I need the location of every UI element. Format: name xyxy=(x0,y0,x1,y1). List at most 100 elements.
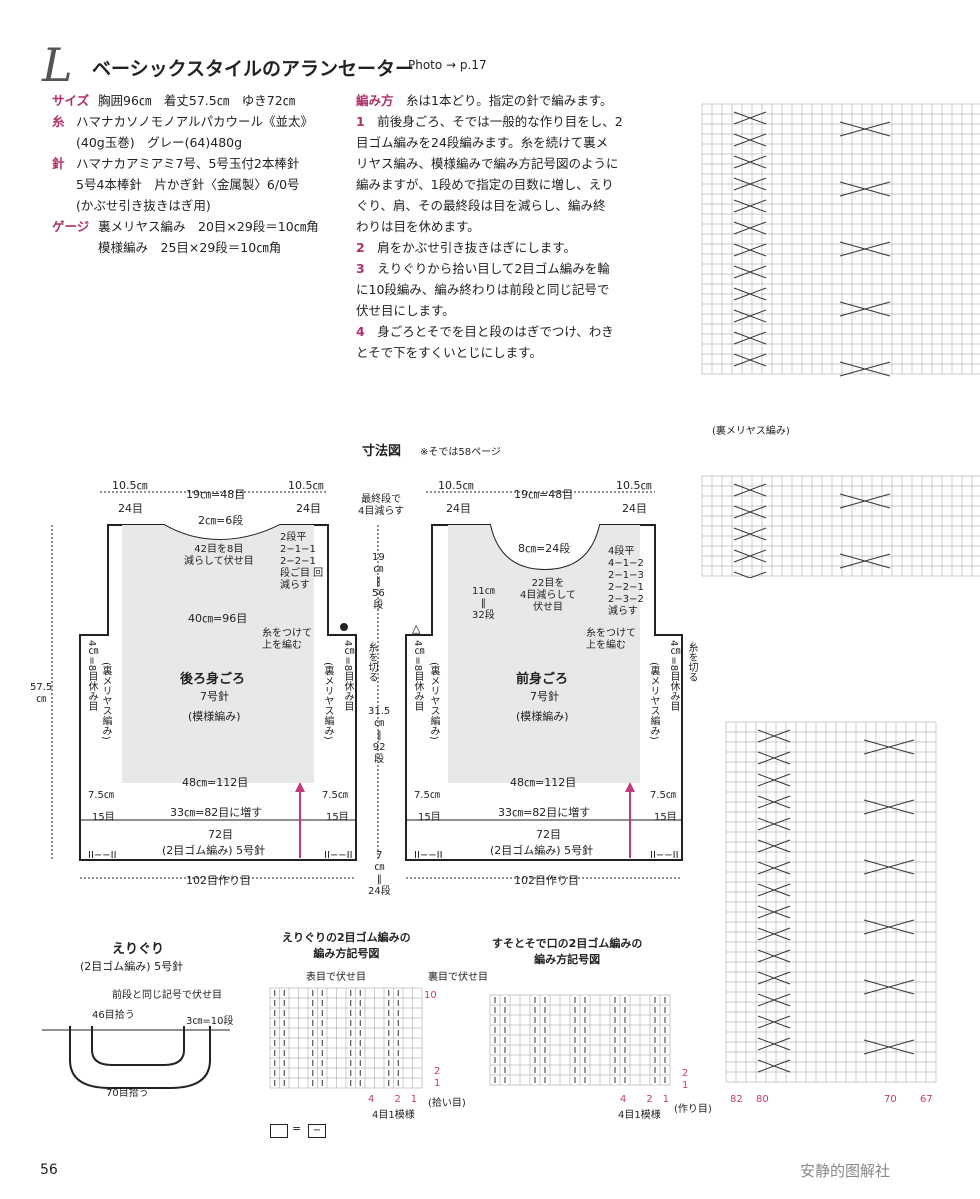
cable-cross-mark xyxy=(733,133,767,147)
back-rib-symbol-r: II−−II xyxy=(324,850,353,861)
cable-cross-mark xyxy=(733,505,767,519)
cable-cross-mark xyxy=(733,331,767,345)
chart-neck-cols: 4 2 1 xyxy=(368,1094,418,1105)
front-side11: 11㎝‖32段 xyxy=(472,586,495,621)
front-width48: 48㎝=112目 xyxy=(510,776,577,789)
cable-cross-mark xyxy=(863,1039,915,1055)
legend-equals: = xyxy=(292,1122,302,1135)
legend-blank-cell xyxy=(270,1124,288,1138)
front-rib-r2: 15目 xyxy=(654,812,677,823)
spec-yarn: 糸ハマナカソノモノアルパカウール《並太》 xyxy=(52,114,314,129)
spec-needles: 針ハマナカアミアミ7号、5号玉付2本棒針 xyxy=(52,156,300,171)
step-1-line: ぐり、肩、その最終段は目を減らし、編み終 xyxy=(356,198,606,213)
spec-gauge-line2: 模様編み 25目×29段＝10㎝角 xyxy=(98,240,282,255)
title-initial: L xyxy=(42,38,73,92)
front-rib-st: 72目 xyxy=(536,828,561,841)
right-chart-bottom xyxy=(725,721,937,1083)
back-inc: 33㎝=82目に増す xyxy=(170,806,263,819)
cable-cross-mark xyxy=(757,861,791,875)
front-rib-l: 7.5㎝ xyxy=(414,790,440,801)
back-rib-l2: 15目 xyxy=(92,812,115,823)
back-side-r: 4㎝=8目休み目 xyxy=(342,640,353,712)
cable-cross-mark xyxy=(757,839,791,853)
step-2: 2 肩をかぶせ引き抜きはぎにします。 xyxy=(356,240,576,255)
cable-cross-mark xyxy=(863,859,915,875)
front-rib-symbol: II−−II xyxy=(414,850,443,861)
step-1-line: 編みますが、1段めで指定の目数に増し、えり xyxy=(356,177,614,192)
cable-cross-mark xyxy=(863,739,915,755)
schematic-note: ※そでは58ページ xyxy=(420,447,501,458)
front-top-right: 10.5㎝ xyxy=(616,479,652,492)
cable-cross-mark xyxy=(733,549,767,563)
spec-block: サイズ胸囲96㎝ 着丈57.5㎝ ゆき72㎝ 糸ハマナカソノモノアルパカウール《… xyxy=(52,90,319,258)
cable-cross-mark xyxy=(757,1037,791,1051)
step-4-line: とそで下をすくいとじにします。 xyxy=(356,345,542,360)
front-rib-symbol-r: II−−II xyxy=(650,850,679,861)
neckband-inner xyxy=(91,1026,185,1066)
front-pattern: (模様編み) xyxy=(516,710,569,723)
back-width48: 48㎝=112目 xyxy=(182,776,249,789)
back-piece-pattern-area xyxy=(122,525,314,783)
page-number: 56 xyxy=(40,1162,58,1178)
chart-hem-cols: 4 2 1 xyxy=(620,1094,670,1105)
chart-hem-row1: 1 xyxy=(682,1080,689,1091)
chart-neck-purl-bo: 裏目で伏せ目 xyxy=(428,972,488,983)
step-3-line: 伏せ目にします。 xyxy=(356,303,455,318)
front-rib-r: 7.5㎝ xyxy=(650,790,676,801)
cable-cross-mark xyxy=(733,243,767,257)
cable-cross-mark xyxy=(733,199,767,213)
cable-cross-mark xyxy=(839,301,891,317)
cable-cross-mark xyxy=(757,773,791,787)
back-pattern: (模様編み) xyxy=(188,710,241,723)
chart-neck-knit-bo: 表目で伏せ目 xyxy=(306,972,366,983)
back-top-right: 10.5㎝ xyxy=(288,479,324,492)
cable-cross-mark xyxy=(863,799,915,815)
cable-cross-mark xyxy=(733,287,767,301)
chart-neck-row2: 2 xyxy=(434,1066,441,1077)
right-col-82: 82 xyxy=(730,1094,743,1105)
cable-cross-mark xyxy=(733,483,767,497)
front-top-left-st: 24目 xyxy=(446,502,471,515)
cable-cross-mark xyxy=(733,111,767,125)
cable-cross-mark xyxy=(757,905,791,919)
schematic-diagram: △ xyxy=(51,491,683,879)
back-top-left: 10.5㎝ xyxy=(112,479,148,492)
page-title: ベーシックスタイルのアランセーター xyxy=(92,58,415,80)
cable-cross-mark xyxy=(757,883,791,897)
front-top-left: 10.5㎝ xyxy=(438,479,474,492)
back-side-l2: (裏メリヤス編み) xyxy=(100,662,111,740)
cable-cross-mark xyxy=(757,795,791,809)
spec-needles-line3: (かぶせ引き抜きはぎ用) xyxy=(76,198,211,213)
right-chart-label: (裏メリヤス編み) xyxy=(712,426,790,437)
step-4: 4 身ごろとそでを目と段のはぎでつけ、わき xyxy=(356,324,614,339)
yarn-cut-marker xyxy=(340,623,348,631)
neckband-outer xyxy=(69,1026,211,1089)
back-rib-r2: 15目 xyxy=(326,812,349,823)
cable-cross-mark xyxy=(839,181,891,197)
back-top-left-st: 24目 xyxy=(118,502,143,515)
cable-cross-mark xyxy=(757,1059,791,1073)
front-cast: 102目作り目 xyxy=(514,874,579,887)
right-chart-mid xyxy=(701,475,980,578)
chart-hem-row2: 2 xyxy=(682,1068,689,1079)
cable-cross-mark xyxy=(733,571,767,578)
cable-cross-mark xyxy=(757,993,791,1007)
step-3-line: に10段編み、編み終わりは前段と同じ記号で xyxy=(356,282,610,297)
back-width40: 40㎝=96目 xyxy=(188,612,248,625)
right-col-80: 80 xyxy=(756,1094,769,1105)
front-side-l2: (裏メリヤス編み) xyxy=(428,662,439,740)
step-3: 3 えりぐりから拾い目して2目ゴム編みを輪 xyxy=(356,261,610,276)
back-arrow-head xyxy=(295,782,305,792)
cable-cross-mark xyxy=(839,241,891,257)
chart-hem-title: すそとそで口の2目ゴム編みの編み方記号図 xyxy=(492,937,643,966)
cable-cross-mark xyxy=(757,1015,791,1029)
cable-cross-mark xyxy=(839,121,891,137)
front-cut: 糸を切る xyxy=(686,642,697,682)
back-side-l: 4㎝=8目休み目 xyxy=(86,640,97,712)
chart-neck-title: えりぐりの2目ゴム編みの編み方記号図 xyxy=(282,931,411,960)
back-rib-r: 7.5㎝ xyxy=(322,790,348,801)
